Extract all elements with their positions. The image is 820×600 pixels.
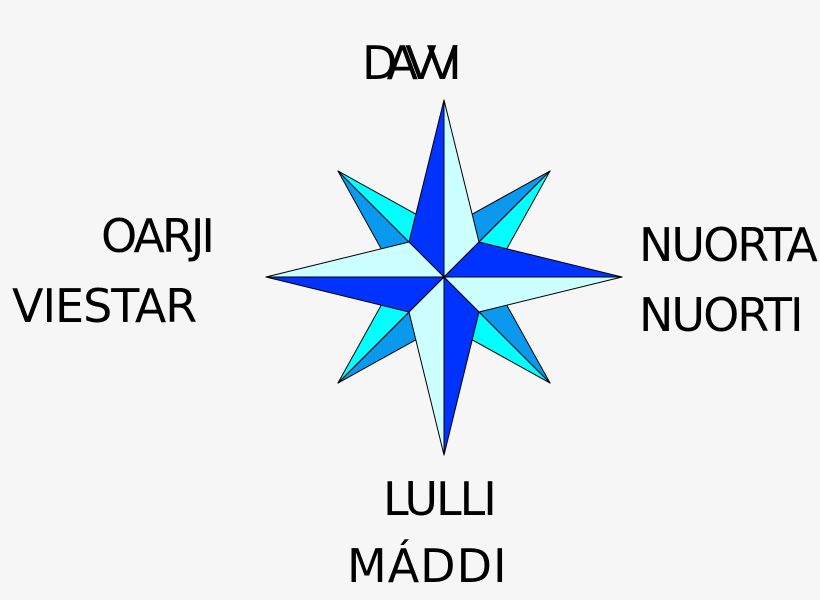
label-west-1: OARJI bbox=[101, 209, 215, 263]
label-west-2: VIESTAR bbox=[12, 279, 197, 333]
label-north: DAVVI bbox=[362, 36, 462, 90]
label-south-1: LULLI bbox=[383, 472, 497, 526]
ray-west-light bbox=[265, 241, 445, 278]
label-east-1: NUORTA bbox=[639, 218, 818, 272]
label-south-2: MÁDDI bbox=[347, 539, 508, 593]
label-east-2: NUORTI bbox=[639, 288, 804, 342]
